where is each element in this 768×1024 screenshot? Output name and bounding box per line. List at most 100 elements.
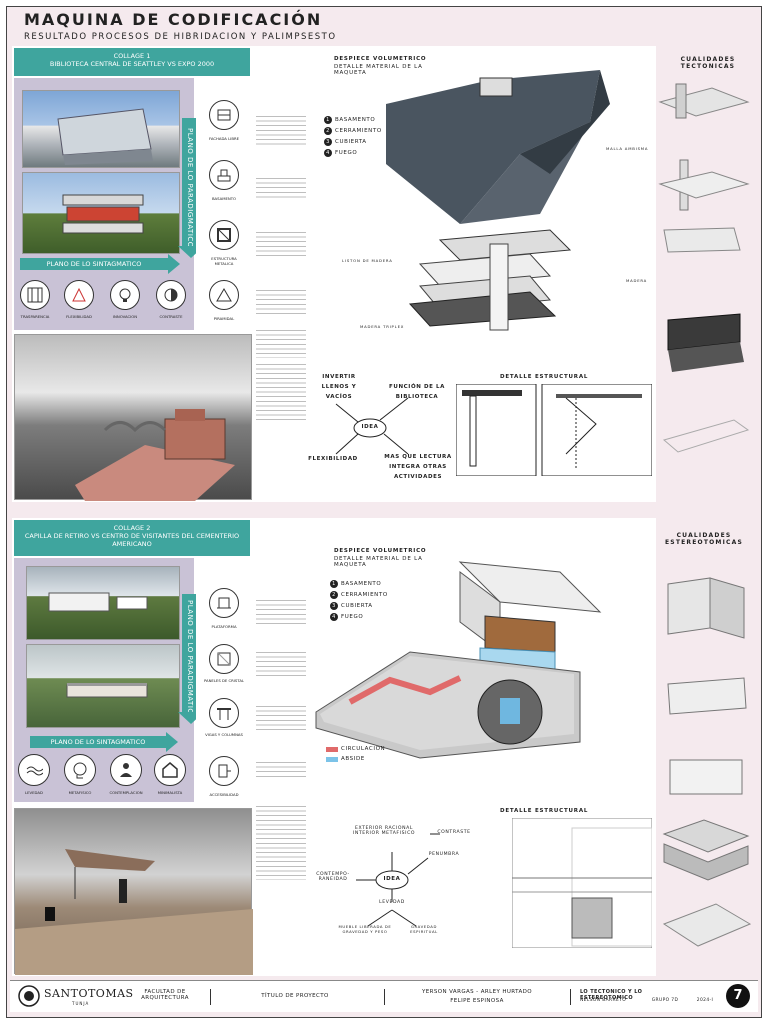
footer-faculty: FACULTAD DE ARQUITECTURA bbox=[141, 989, 189, 1001]
collage2-bottom-label-2: METAFISICO bbox=[68, 790, 92, 795]
collage2-circulation-legend: CIRCULACION bbox=[326, 746, 385, 752]
collage2-right-label-2: PANELES DE CRISTAL bbox=[203, 678, 245, 683]
collage1-explode-sub: DETALLE MATERIAL DE LA MAQUETA bbox=[334, 64, 423, 76]
footer-course: LO TECTONICO Y LO ESTEREOTOMICO bbox=[580, 989, 643, 1001]
collage2-header: COLLAGE 2 CAPILLA DE RETIRO VS CENTRO DE… bbox=[14, 520, 250, 556]
collage2-mind-node-7: GRAVEDAD ESPIRITUAL bbox=[410, 924, 438, 934]
collage2-mind-node-5: LEVEDAD bbox=[379, 900, 405, 905]
collage1-header: COLLAGE 1 BIBLIOTECA CENTRAL DE SEATTLEY… bbox=[14, 48, 250, 76]
collage2-right-label-4: ACCESIBILIDAD bbox=[209, 792, 239, 797]
poster-title: MAQUINA DE CODIFICACIÓN bbox=[24, 10, 323, 29]
collage1-detail-title: DETALLE ESTRUCTURAL bbox=[500, 374, 589, 380]
collage2-text-5 bbox=[256, 806, 306, 880]
collage2-text-3 bbox=[256, 706, 306, 732]
page-number: 7 bbox=[733, 988, 743, 1003]
collage2-bottom-label-1: LEVEDAD bbox=[25, 790, 43, 795]
stereotomic-models bbox=[662, 577, 752, 947]
footer-year: 2024-I bbox=[696, 998, 714, 1003]
collage1-material-4: MADERA bbox=[626, 278, 648, 283]
collage1-bottom-label-2: FLEXIBILIDAD bbox=[66, 314, 92, 319]
collage2-photo-chapel bbox=[26, 566, 180, 640]
collage1-material-3: MADERA TRIPLEX bbox=[360, 324, 405, 329]
collage1-photo-library bbox=[22, 90, 180, 168]
collage1-header-sub: BIBLIOTECA CENTRAL DE SEATTLEY VS EXPO 2… bbox=[49, 60, 215, 68]
metaphysical-icon bbox=[64, 754, 96, 786]
collage2-mindmap-lines bbox=[356, 833, 440, 927]
collage2-explode-sub: DETALLE MATERIAL DE LA MAQUETA bbox=[334, 556, 423, 568]
innovation-icon bbox=[110, 280, 140, 310]
collage2-exploded-model bbox=[315, 561, 602, 759]
collage1-right-label-1: FACHADA LIBRE bbox=[208, 136, 239, 141]
footer-separator-1 bbox=[210, 989, 211, 1005]
collage2-text-1 bbox=[256, 600, 306, 624]
glass-panels-icon bbox=[209, 644, 239, 674]
collage1-text-2 bbox=[256, 178, 306, 200]
accessibility-icon bbox=[209, 756, 239, 786]
collage1-bottom-label-3: INNOVACION bbox=[112, 314, 138, 319]
footer-authors-2: FELIPE ESPINOSA bbox=[450, 998, 504, 1004]
collage1-mind-node-3: FLEXIBILIDAD bbox=[308, 456, 358, 462]
footer-group: GRUPO 7D bbox=[651, 998, 679, 1003]
lightness-icon bbox=[18, 754, 50, 786]
flexibility-icon bbox=[64, 280, 94, 310]
collage2-mind-node-1: EXTERIOR RACIONAL INTERIOR METAFISICO bbox=[352, 826, 416, 836]
collage1-bottom-label-1: TRASPARENCIA bbox=[20, 314, 50, 319]
footer-separator-3 bbox=[570, 989, 571, 1005]
collage2-abside-legend: ABSIDE bbox=[326, 756, 365, 762]
collage2-right-label-1: PLATAFORMA bbox=[211, 624, 237, 629]
collage2-syntagm-arrow: PLANO DE LO SINTAGMATICO bbox=[30, 736, 166, 748]
tectonic-title: CUALIDADES TECTONICAS bbox=[680, 56, 736, 70]
collage2-photo-visitor bbox=[26, 644, 180, 728]
collage2-render bbox=[14, 808, 253, 975]
collage2-detail-title: DETALLE ESTRUCTURAL bbox=[500, 808, 589, 814]
stereotomic-title: CUALIDADES ESTEREOTOMICAS bbox=[665, 532, 743, 546]
collage2-mind-node-6: MUEBLE LIBERADA DE GRAVEDAD Y PESO bbox=[338, 924, 392, 934]
collage2-paradigm-arrow bbox=[182, 594, 200, 714]
collage1-text-5 bbox=[256, 330, 306, 358]
collage2-mind-node-2: CONTRASTE bbox=[437, 830, 471, 835]
collage2-mind-node-3: PENUMBRA bbox=[428, 852, 460, 857]
collage1-text-1 bbox=[256, 116, 306, 146]
collage1-explode-title: DESPIECE VOLUMETRICO bbox=[334, 56, 427, 62]
collage1-material-2: LISTON DE MADERA bbox=[342, 258, 393, 263]
collage1-syntagm-arrow: PLANO DE LO SINTAGMATICO bbox=[20, 258, 168, 270]
collage1-right-label-4: PIRAMIDAL bbox=[213, 316, 235, 321]
collage2-right-label-3: VIGAS Y COLUMNAS bbox=[205, 732, 243, 737]
footer-separator-2 bbox=[384, 989, 385, 1005]
facade-icon bbox=[209, 100, 239, 130]
collage2-detail-drawing bbox=[512, 818, 652, 948]
collage1-mindmap-lines bbox=[335, 397, 409, 455]
collage2-header-sub: CAPILLA DE RETIRO VS CENTRO DE VISITANTE… bbox=[24, 532, 240, 548]
minimalist-icon bbox=[154, 754, 186, 786]
collage1-text-6 bbox=[256, 364, 306, 424]
collage1-paradigm-label: PLANO DE LO PARADIGMATICO bbox=[186, 128, 194, 248]
pyramid-icon bbox=[209, 280, 239, 310]
footer-teacher: NELSON BARRETO bbox=[580, 998, 627, 1003]
collage1-mind-node-4: MAS QUE LECTURA INTEGRA OTRAS ACTIVIDADE… bbox=[384, 454, 452, 480]
collage1-text-3 bbox=[256, 232, 306, 258]
collage1-syntagm-arrowhead bbox=[168, 254, 180, 274]
contrast-icon bbox=[156, 280, 186, 310]
collage2-mind-center: IDEA bbox=[383, 876, 401, 882]
collage1-mind-center: IDEA bbox=[361, 424, 379, 430]
collage2-header-title: COLLAGE 2 bbox=[113, 524, 151, 532]
collage2-bottom-label-3: CONTEMPLACION bbox=[109, 790, 143, 795]
metal-structure-icon bbox=[209, 220, 239, 250]
footer-project: TÍTULO DE PROYECTO bbox=[261, 993, 329, 999]
collage1-right-label-2: BASAMENTO bbox=[211, 196, 237, 201]
collage2-explode-title: DESPIECE VOLUMETRICO bbox=[334, 548, 427, 554]
university-city: TUNJA bbox=[72, 1001, 90, 1006]
university-seal-icon bbox=[18, 985, 40, 1007]
collage1-detail-drawing bbox=[456, 384, 652, 476]
collage1-right-label-3: ESTRUCTURA METALICA bbox=[211, 256, 237, 266]
base-icon bbox=[209, 160, 239, 190]
poster-subtitle: RESULTADO PROCESOS DE HIBRIDACION Y PALI… bbox=[24, 32, 337, 42]
collage1-mind-node-1: INVERTIR LLENOS Y VACÍOS bbox=[321, 374, 357, 400]
page-number-badge: 7 bbox=[726, 984, 750, 1008]
